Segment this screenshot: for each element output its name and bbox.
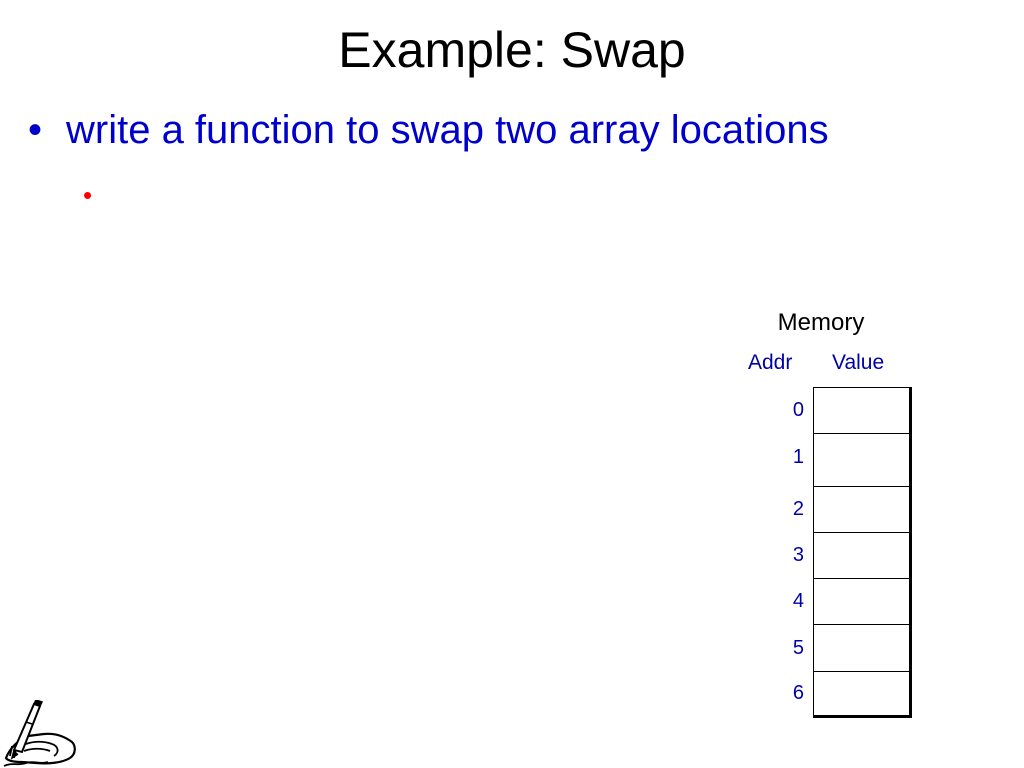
slide-title: Example: Swap bbox=[338, 22, 686, 78]
bullet-marker: • bbox=[28, 108, 43, 152]
sub-bullet-marker: • bbox=[83, 180, 93, 210]
memory-cell bbox=[813, 387, 912, 434]
memory-cell bbox=[813, 486, 912, 533]
addr-label: 6 bbox=[792, 682, 804, 704]
addr-label: 1 bbox=[792, 446, 804, 468]
hand-writing-logo-icon bbox=[3, 700, 76, 767]
addr-label: 3 bbox=[792, 544, 804, 566]
memory-cell bbox=[813, 671, 912, 718]
addr-label: 0 bbox=[792, 399, 804, 421]
memory-cell bbox=[813, 433, 912, 487]
memory-cell bbox=[813, 578, 912, 625]
bullet-item: • write a function to swap two array loca… bbox=[28, 104, 829, 156]
addr-label: 2 bbox=[792, 498, 804, 520]
memory-cell bbox=[813, 624, 912, 672]
value-column-header: Value bbox=[832, 351, 885, 374]
bullet-text: write a function to swap two array locat… bbox=[66, 108, 829, 152]
memory-cell bbox=[813, 532, 912, 579]
addr-label: 4 bbox=[792, 590, 804, 612]
addr-label: 5 bbox=[792, 637, 804, 659]
memory-title: Memory bbox=[777, 309, 865, 336]
addr-column-header: Addr bbox=[748, 351, 793, 374]
